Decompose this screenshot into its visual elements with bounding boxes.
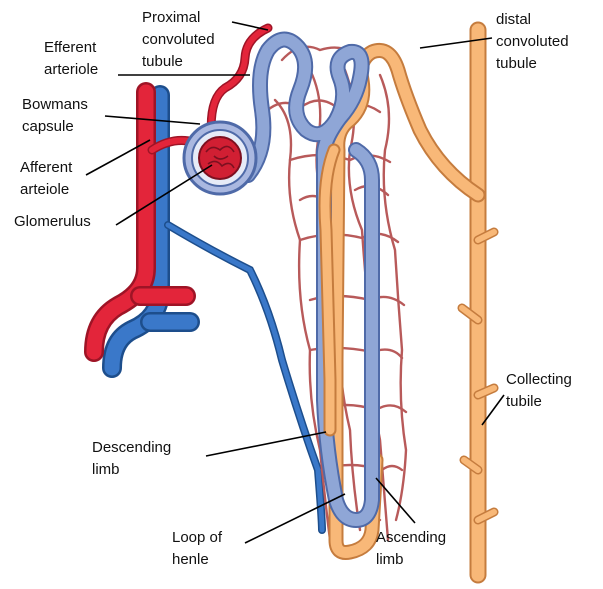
label-collecting-line2: tubile (506, 393, 542, 410)
label-loop-line1: Loop of (172, 529, 223, 546)
glomerulus (199, 137, 241, 179)
label-loop-line2: henle (172, 551, 209, 568)
label-ascending-line2: limb (376, 551, 404, 568)
label-ascending-line1: Ascending (376, 529, 446, 546)
label-afferent-line2: arteiole (20, 181, 69, 198)
label-distal-line3: tubule (496, 55, 537, 72)
label-efferent-line2: arteriole (44, 61, 98, 78)
label-descending-line1: Descending (92, 439, 171, 456)
distal-tubule-collecting (336, 30, 494, 575)
label-bowmans-line2: capsule (22, 118, 74, 135)
label-collecting-line1: Collecting (506, 371, 572, 388)
label-descending-line2: limb (92, 461, 120, 478)
label-bowmans-line1: Bowmans (22, 96, 88, 113)
label-distal-line1: distal (496, 11, 531, 28)
label-proximal-line2: convoluted (142, 31, 215, 48)
label-proximal-line3: tubule (142, 53, 183, 70)
label-afferent-line1: Afferent (20, 159, 73, 176)
label-glomerulus: Glomerulus (14, 213, 91, 230)
label-efferent-line1: Efferent (44, 39, 97, 56)
distal-convoluted-tubule (336, 50, 478, 552)
label-distal-line2: convoluted (496, 33, 569, 50)
label-proximal-line1: Proximal (142, 9, 200, 26)
